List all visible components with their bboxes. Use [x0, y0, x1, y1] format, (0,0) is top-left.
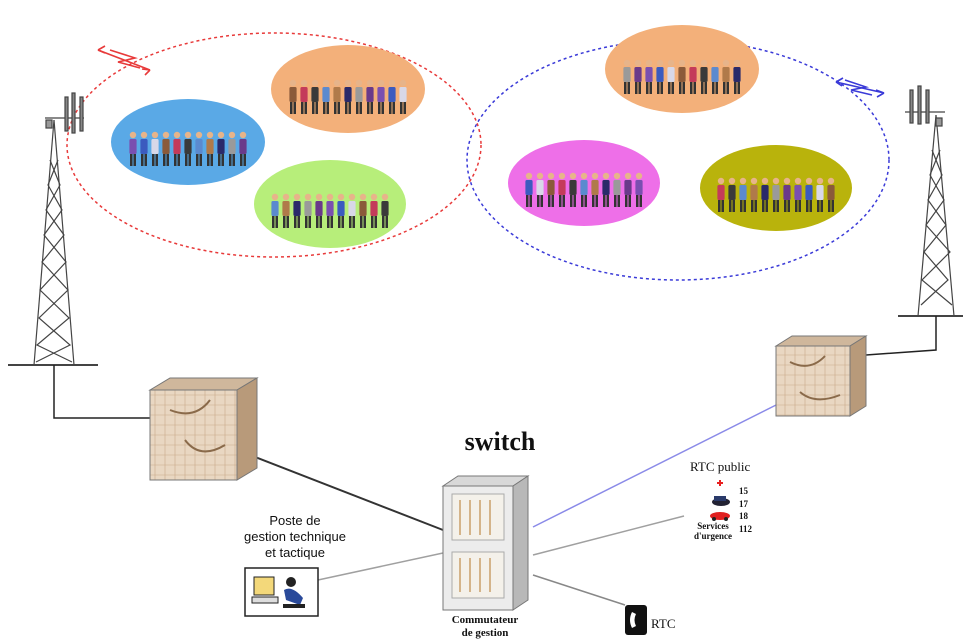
bts-rack-left-icon: [148, 377, 259, 481]
emergency-number: 17: [739, 499, 748, 509]
emergency-services-label: Services d'urgence: [683, 521, 743, 541]
emergency-services-label-line2: d'urgence: [694, 531, 732, 541]
workstation-label-line2: gestion technique: [244, 529, 346, 544]
switch-title: switch: [464, 427, 536, 456]
workstation-label-line3: et tactique: [265, 545, 325, 560]
link-left-bts-to-switch: [236, 449, 444, 531]
bts-rack-right-icon: [774, 335, 868, 417]
radio-signal-right-icon: [835, 77, 885, 98]
emergency-number: 112: [739, 524, 753, 534]
rtc-public-label: RTC public: [690, 459, 751, 474]
workstation-icon: [244, 567, 319, 617]
link-switch-to-services: [532, 515, 685, 556]
emergency-number: 15: [739, 486, 748, 496]
antenna-tower-right-icon: [865, 85, 963, 356]
switch-label-line2: de gestion: [461, 627, 509, 639]
phone-icon: [625, 605, 647, 635]
switch-label: Commutateur de gestion: [430, 614, 540, 640]
link-switch-to-rtc: [532, 574, 626, 606]
emergency-services-icon: [710, 480, 730, 521]
rtc-label: RTC: [651, 616, 676, 631]
left-cell-boundary: [66, 32, 482, 258]
link-switch-to-poste: [317, 552, 444, 581]
radio-signal-left-icon: [97, 45, 151, 76]
switch-label-line1: Commutateur: [451, 614, 519, 626]
workstation-label-line1: Poste de: [269, 513, 321, 528]
link-right-bts-to-switch: [532, 397, 791, 528]
antenna-tower-left-icon: [8, 92, 150, 419]
emergency-services-label-line1: Services: [697, 521, 729, 531]
switch-cabinet-icon: [441, 475, 530, 611]
workstation-label: Poste de gestion technique et tactique: [220, 513, 370, 561]
emergency-number: 18: [739, 511, 748, 521]
